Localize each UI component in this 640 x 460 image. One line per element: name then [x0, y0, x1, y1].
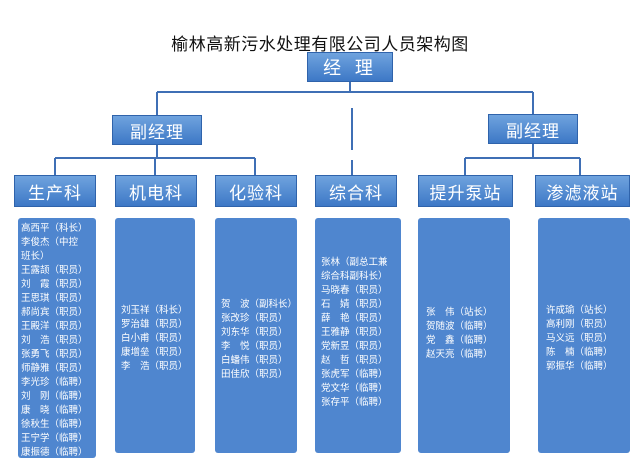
dept-name: 生产科 [28, 183, 82, 204]
staff-entry: 党新昱（职员） [321, 341, 388, 352]
staff-entry: 王宁学（临聘） [21, 433, 88, 444]
staff-entry: 刘 刚（临聘） [21, 391, 88, 402]
deputy-manager-box-right[interactable]: 副经理 [488, 114, 578, 144]
staff-entry: 郝尚宾（职员） [21, 307, 88, 318]
staff-entry: 贺 波（副科长） [221, 299, 291, 310]
dept-name: 机电科 [129, 183, 183, 204]
staff-entry: 高利刚（职员） [546, 319, 613, 330]
staff-entry: 班长） [21, 251, 50, 262]
staff-list-mechanical-electrical: 刘玉祥（科长） 罗治雄（职员） 白小甫（职员） 康增垒（职员） 李 浩（职员） [115, 218, 195, 453]
staff-entry: 李 悦（职员） [221, 341, 288, 352]
staff-entry: 康振德（临聘） [21, 447, 88, 458]
staff-entry: 张存平（临聘） [321, 397, 388, 408]
staff-entry: 王思琪（职员） [21, 293, 88, 304]
dept-header-production[interactable]: 生产科 [14, 175, 96, 207]
staff-entry: 郭振华（临聘） [546, 361, 613, 372]
staff-entry: 师静雅（职员） [21, 363, 88, 374]
staff-entry: 党 鑫（临聘） [426, 335, 493, 346]
manager-label: 经 理 [323, 58, 377, 79]
manager-box[interactable]: 经 理 [307, 52, 393, 82]
staff-entry: 白小甫（职员） [121, 333, 188, 344]
deputy-manager-box-left[interactable]: 副经理 [112, 115, 202, 145]
staff-entry: 王雅静（职员） [321, 327, 388, 338]
staff-entry: 张 伟（站长） [426, 307, 493, 318]
staff-entry: 康增垒（职员） [121, 347, 188, 358]
dept-name: 提升泵站 [429, 183, 502, 204]
staff-entry: 李 浩（职员） [121, 361, 188, 372]
staff-entry: 综合科副科长） [321, 271, 388, 282]
staff-entry: 刘 浩（职员） [21, 335, 88, 346]
staff-entry: 康 晓（临聘） [21, 405, 88, 416]
staff-entry: 刘 霞（职员） [21, 279, 88, 290]
staff-entry: 薛 艳（职员） [321, 313, 388, 324]
staff-entry: 罗治雄（职员） [121, 319, 188, 330]
staff-entry: 党文华（临聘） [321, 383, 388, 394]
dept-header-mechanical-electrical[interactable]: 机电科 [115, 175, 197, 207]
staff-entry: 李俊杰（中控 [21, 237, 79, 248]
staff-list-production: 高西平（科长） 李俊杰（中控 班长） 王露颉（职员） 刘 霞（职员） 王思琪（职… [18, 218, 96, 458]
staff-list-general-affairs: 张林（副总工兼 综合科副科长） 马晓春（职员） 石 婧（职员） 薛 艳（职员） … [315, 218, 401, 453]
dept-header-general-affairs[interactable]: 综合科 [315, 175, 397, 207]
staff-entry: 白蟠伟（职员） [221, 355, 288, 366]
staff-entry: 张林（副总工兼 [321, 257, 388, 268]
staff-entry: 马晓春（职员） [321, 285, 388, 296]
staff-entry: 张改珍（职员） [221, 313, 288, 324]
staff-entry: 贺随波（临聘） [426, 321, 493, 332]
dept-name: 化验科 [229, 183, 283, 204]
deputy-label: 副经理 [130, 122, 184, 143]
staff-entry: 赵天亮（临聘） [426, 349, 493, 360]
staff-entry: 刘玉祥（科长） [121, 305, 188, 316]
staff-entry: 王殿洋（职员） [21, 321, 88, 332]
staff-entry: 石 婧（职员） [321, 299, 388, 310]
staff-entry: 徐秋生（临聘） [21, 419, 88, 430]
chart-title: 榆林高新污水处理有限公司人员架构图 [171, 35, 469, 55]
staff-entry: 张勇飞（职员） [21, 349, 88, 360]
dept-header-lift-pump-station[interactable]: 提升泵站 [418, 175, 513, 207]
dept-name: 渗滤液站 [546, 183, 619, 204]
dept-header-leachate-station[interactable]: 渗滤液站 [535, 175, 630, 207]
staff-entry: 赵 哲（职员） [321, 355, 388, 366]
staff-entry: 高西平（科长） [21, 223, 88, 234]
staff-entry: 刘东华（职员） [221, 327, 288, 338]
staff-entry: 马义远（职员） [546, 333, 613, 344]
deputy-label: 副经理 [506, 121, 560, 142]
staff-list-leachate-station: 许成瑜（站长） 高利刚（职员） 马义远（职员） 陈 楠（临聘） 郭振华（临聘） [538, 218, 630, 453]
staff-entry: 张虎军（临聘） [321, 369, 388, 380]
dept-name: 综合科 [329, 183, 383, 204]
dept-header-laboratory[interactable]: 化验科 [215, 175, 297, 207]
staff-list-laboratory: 贺 波（副科长） 张改珍（职员） 刘东华（职员） 李 悦（职员） 白蟠伟（职员）… [215, 218, 297, 453]
staff-entry: 陈 楠（临聘） [546, 347, 613, 358]
staff-entry: 田佳欣（职员） [221, 369, 288, 380]
staff-list-lift-pump-station: 张 伟（站长） 贺随波（临聘） 党 鑫（临聘） 赵天亮（临聘） [418, 218, 510, 453]
staff-entry: 李光珍（临聘） [21, 377, 88, 388]
staff-entry: 许成瑜（站长） [546, 305, 613, 316]
staff-entry: 王露颉（职员） [21, 265, 88, 276]
